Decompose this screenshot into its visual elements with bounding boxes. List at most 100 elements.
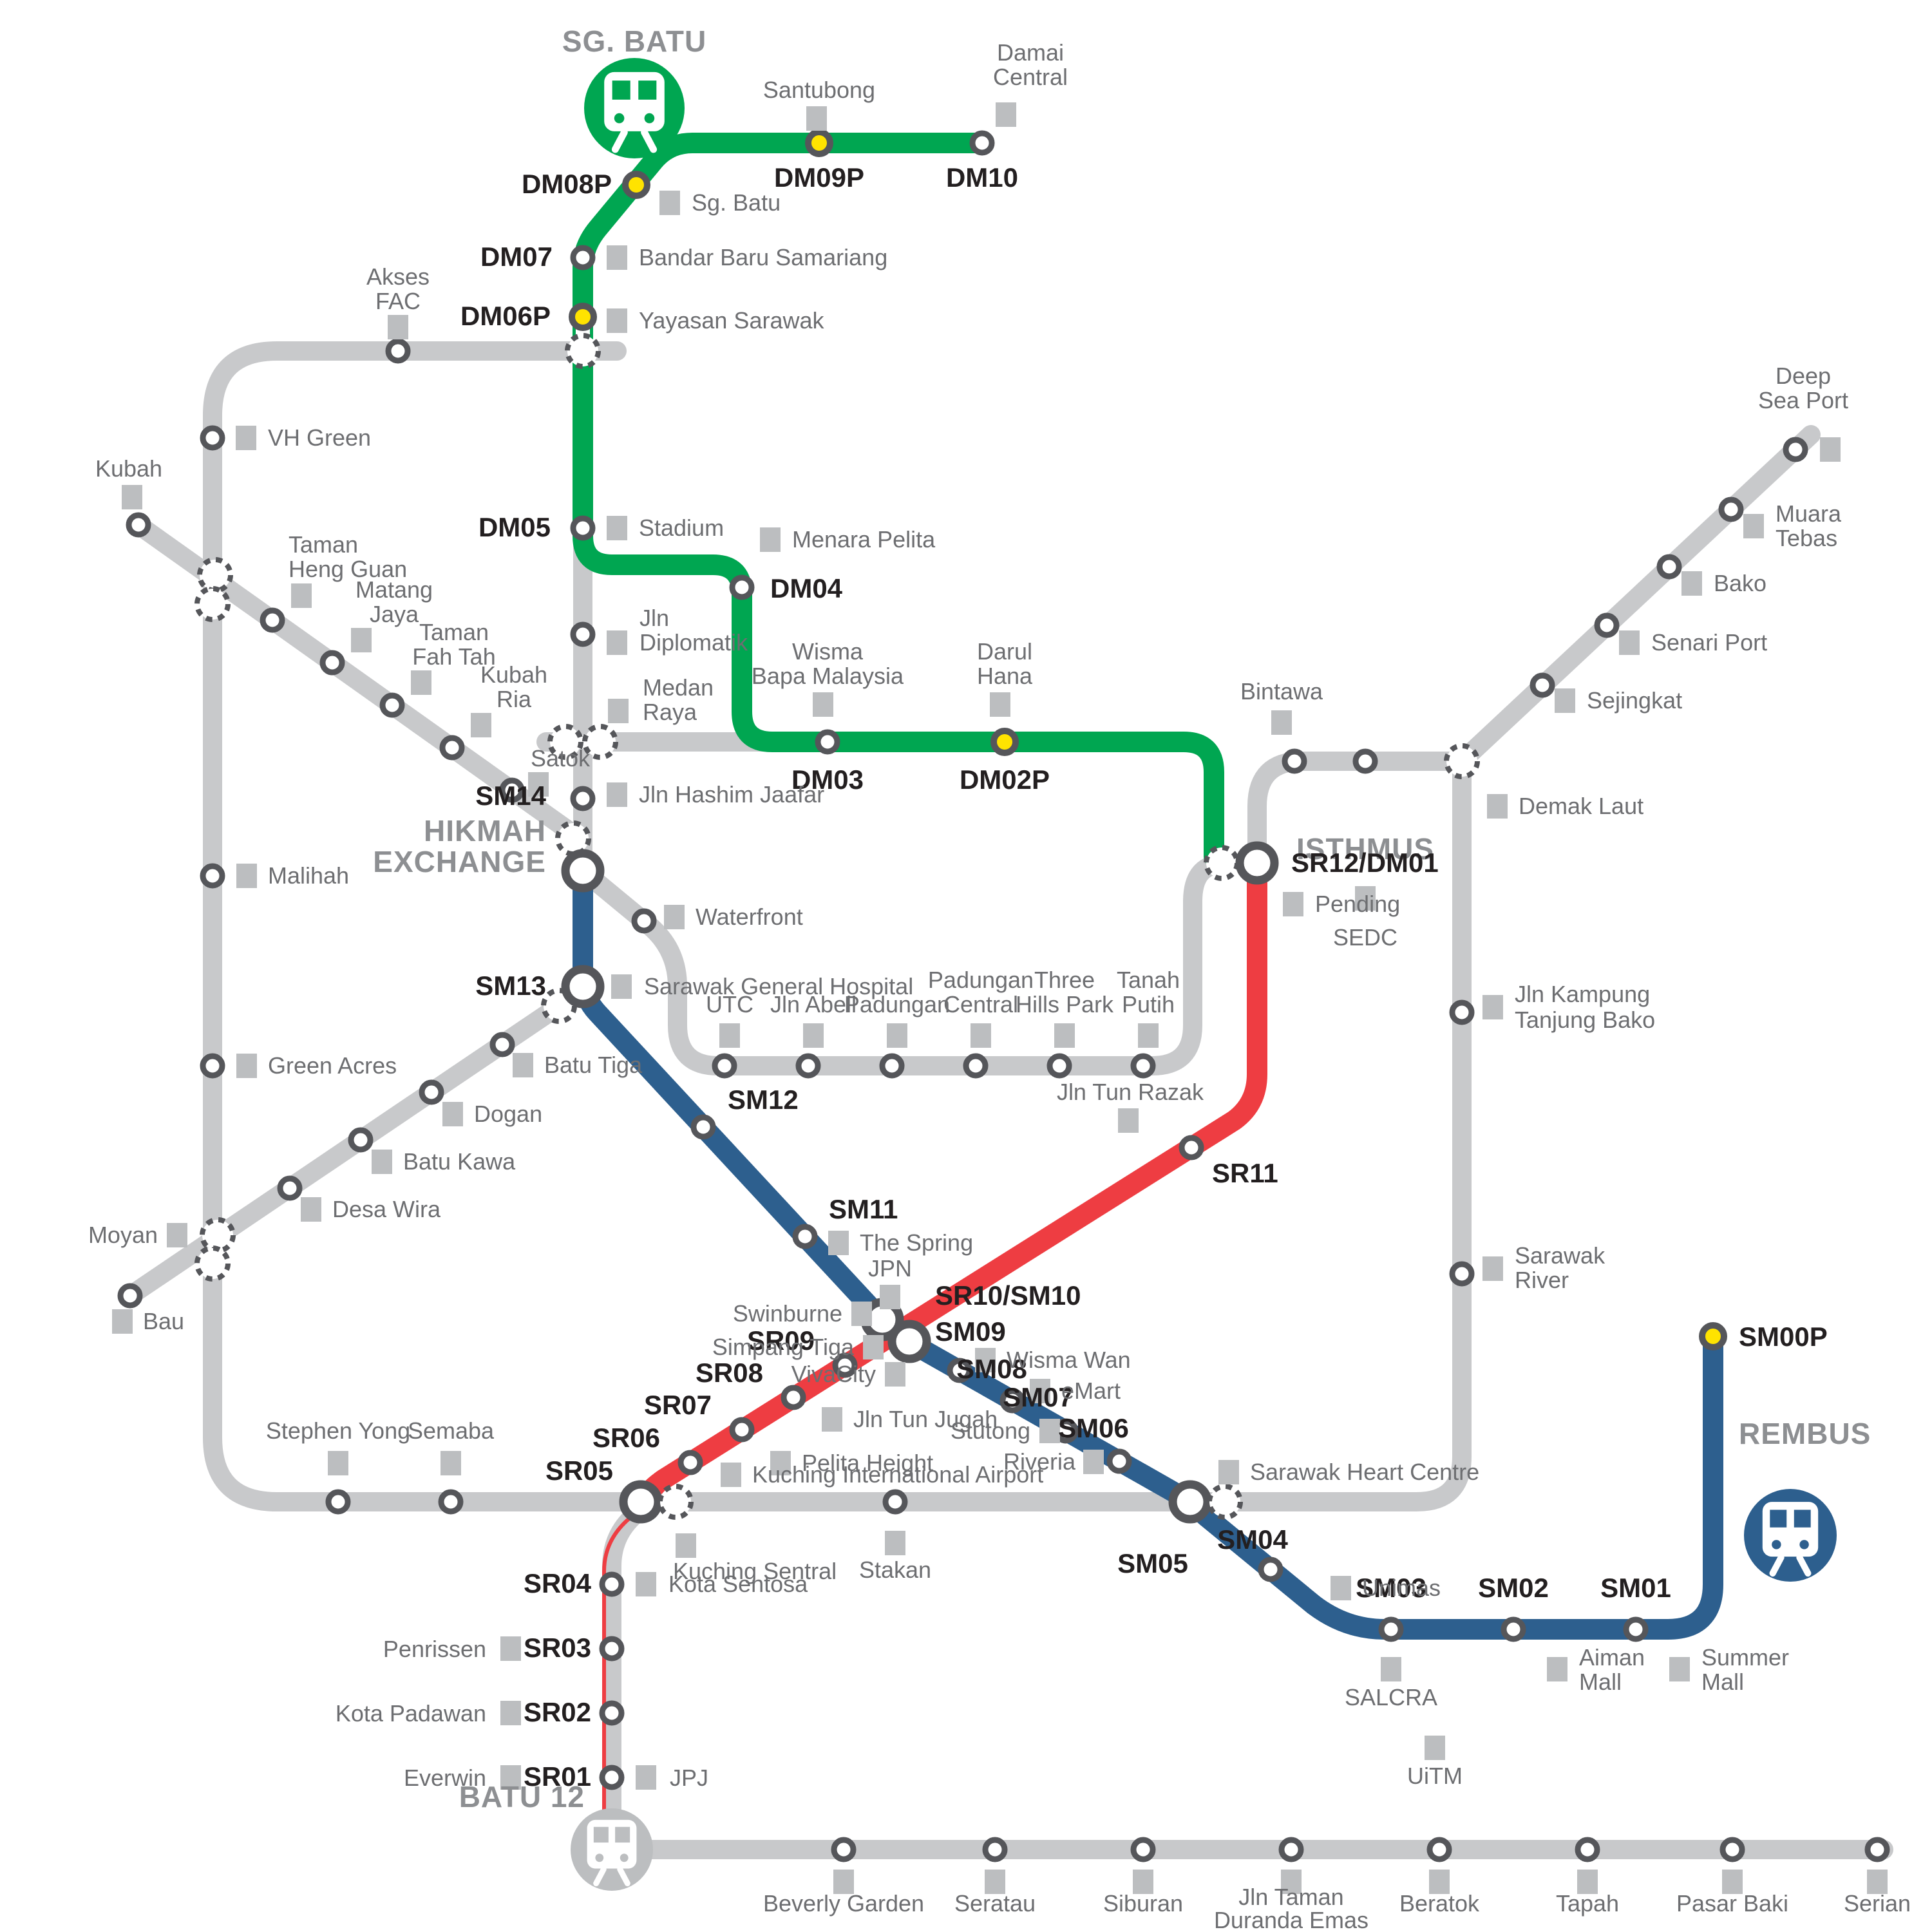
stakan-label: Stakan <box>859 1557 931 1583</box>
jln-abell-station <box>795 1053 821 1079</box>
jln-kampung-label: Jln Kampung <box>1515 981 1650 1007</box>
dogan-station <box>419 1079 444 1105</box>
dm03-label: DM03 <box>791 764 864 795</box>
semaba-station <box>438 1489 464 1515</box>
landmark-marker-square <box>236 1054 257 1078</box>
kubah-cross-b-station <box>194 586 231 622</box>
sr11-station <box>1179 1135 1204 1160</box>
landmark-marker-square <box>1355 886 1376 911</box>
sr05-station <box>619 1480 663 1524</box>
seratau-label: Seratau <box>954 1890 1036 1917</box>
dm09p-label: DM09P <box>774 162 864 193</box>
stutong-label: Stutong <box>951 1417 1030 1444</box>
sm00p-label: SM00P <box>1739 1321 1828 1352</box>
landmark-marker-square <box>1133 1870 1153 1894</box>
medan-raya-b-station <box>582 724 618 760</box>
sarawak-general-hospital-label: Sarawak General Hospital <box>644 973 913 999</box>
dm06p-label: DM06P <box>460 301 551 331</box>
landmark-marker-square <box>1487 794 1508 819</box>
dm09p-station <box>805 129 833 157</box>
dm04-station <box>729 574 755 600</box>
sg-batu-train-leg-left <box>611 128 628 153</box>
swinburne-label: Swinburne <box>733 1300 842 1327</box>
rembus-train-window-left <box>1770 1510 1787 1528</box>
landmark-marker-square <box>1681 571 1702 596</box>
serian-station <box>1864 1837 1890 1862</box>
landmark-marker-square <box>112 1309 133 1334</box>
demak-laut-junction-station <box>1444 743 1480 779</box>
utc-label: UTC <box>706 991 753 1018</box>
green-acres-label: Green Acres <box>268 1052 397 1079</box>
sm06-label: SM06 <box>1058 1413 1129 1443</box>
kota-padawan-label: Kota Padawan <box>336 1700 486 1727</box>
landmark-marker-square <box>167 1223 187 1247</box>
sr09-label: SR09 <box>747 1325 815 1356</box>
dm04-label: DM04 <box>770 573 843 603</box>
rembus-label: REMBUS <box>1739 1417 1871 1450</box>
unimas-label: Unimas <box>1362 1575 1441 1601</box>
river-label: River <box>1515 1267 1569 1293</box>
jpn-label: JPN <box>868 1255 912 1282</box>
landmark-marker-square <box>301 1197 321 1222</box>
dm07-station <box>570 245 596 270</box>
jln-abell-label: Jln Abell <box>770 991 857 1018</box>
landmark-marker-square <box>1271 710 1292 735</box>
landmark-marker-square <box>1867 1870 1888 1894</box>
landmark-marker-square <box>1083 1450 1104 1474</box>
sg-batu-label: SG. BATU <box>562 24 706 58</box>
taman-label: Taman <box>289 531 358 558</box>
landmark-marker-square <box>607 245 627 270</box>
landmark-marker-square <box>513 1053 533 1077</box>
landmark-marker-square <box>851 1302 872 1326</box>
isthmus-label: ISTHMUS <box>1296 832 1434 866</box>
landmark-marker-square <box>411 670 431 695</box>
putih-label: Putih <box>1122 991 1175 1018</box>
akses-fac-station <box>385 338 411 364</box>
jln-kampung-tanjung-bako-station <box>1449 999 1475 1025</box>
sr12-dm01-label: SR12/DM01 <box>1291 848 1439 878</box>
the-spring-label: The Spring <box>860 1229 973 1256</box>
stadium-label: Stadium <box>639 515 724 541</box>
utc-station <box>712 1053 737 1079</box>
malihah-label: Malihah <box>268 862 349 889</box>
sm11-station <box>792 1224 818 1249</box>
landmark-marker-square <box>1482 1256 1503 1281</box>
sm02-label: SM02 <box>1478 1573 1549 1603</box>
padungan-central-station <box>963 1053 989 1079</box>
demak-laut-label: Demak Laut <box>1519 793 1643 819</box>
sr06-label: SR06 <box>592 1423 660 1453</box>
landmark-marker-square <box>885 1531 905 1555</box>
landmark-marker-square <box>1619 630 1640 655</box>
moyan-label: Moyan <box>88 1222 158 1248</box>
batu-12-label: BATU 12 <box>459 1780 585 1814</box>
pending-label: Pending <box>1315 891 1400 917</box>
landmark-marker-square <box>388 315 408 339</box>
sm05-label: SM05 <box>1117 1548 1188 1578</box>
taman-label: Taman <box>419 619 489 645</box>
jaya-label: Jaya <box>370 601 419 627</box>
sm05-station <box>1168 1480 1212 1524</box>
sm04-label: SM04 <box>1217 1524 1288 1555</box>
jln-tun-jugah-label: Jln Tun Jugah <box>853 1406 998 1432</box>
beratok-station <box>1426 1837 1452 1862</box>
dm08p-label: DM08P <box>522 169 612 199</box>
landmark-marker-square <box>611 974 632 999</box>
bintawa-label: Bintawa <box>1240 678 1323 705</box>
sm02-station <box>1501 1616 1526 1642</box>
aiman-label: Aiman <box>1579 1644 1645 1671</box>
siburan-station <box>1130 1837 1156 1862</box>
batu-12-train-icon <box>571 1808 653 1891</box>
landmark-marker-square <box>806 106 827 131</box>
dm05-label: DM05 <box>478 512 551 542</box>
desa-wira-label: Desa Wira <box>332 1196 441 1222</box>
wisma-wan-label: Wisma Wan <box>1007 1347 1131 1373</box>
stakan-station <box>882 1489 908 1515</box>
kubah-label: Kubah <box>95 455 162 482</box>
padungan-label: Padungan <box>844 991 950 1018</box>
sr07-station <box>729 1417 755 1443</box>
ria-label: Ria <box>497 686 532 712</box>
landmark-marker-square <box>985 1870 1005 1894</box>
padungan-station <box>879 1053 905 1079</box>
rembus-train-light-right <box>1799 1540 1809 1549</box>
landmark-marker-square <box>1722 1870 1743 1894</box>
